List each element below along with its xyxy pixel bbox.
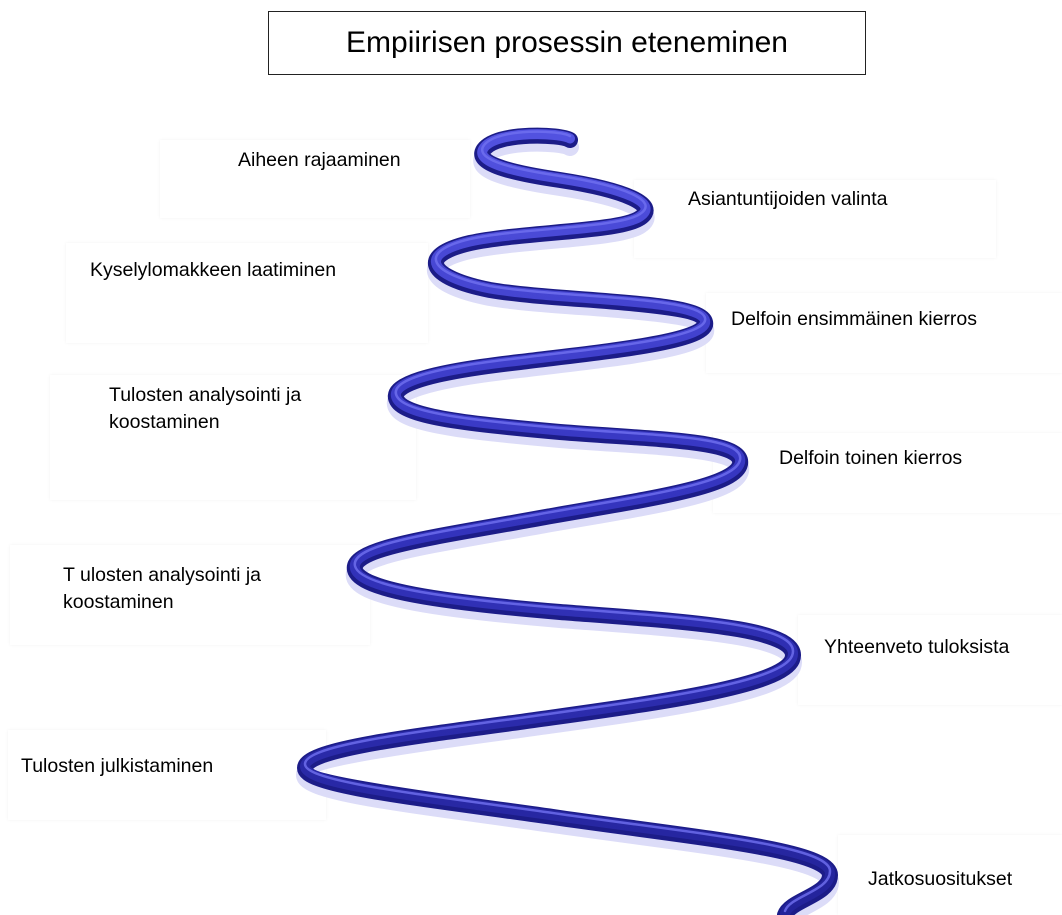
step-label-asiantuntijoiden-valinta: Asiantuntijoiden valinta xyxy=(688,188,888,210)
step-panel xyxy=(10,545,370,645)
spiral-ribbon-shine xyxy=(303,130,832,913)
step-label-jatkosuositukset: Jatkosuositukset xyxy=(868,868,1013,890)
step-label-tulosten-analysointi-1: Tulosten analysointi ja koostaminen xyxy=(109,384,302,433)
diagram-title: Empiirisen prosessin eteneminen xyxy=(268,11,866,75)
step-panel xyxy=(50,375,416,500)
step-label-delfoin-ensimmainen-kierros: Delfoin ensimmäinen kierros xyxy=(731,308,978,330)
step-panel xyxy=(8,730,326,820)
step-label-kyselylomakkeen-laatiminen: Kyselylomakkeen laatiminen xyxy=(90,259,337,281)
step-label-delfoin-toinen-kierros: Delfoin toinen kierros xyxy=(779,447,963,469)
step-panel xyxy=(798,615,1062,705)
step-panel xyxy=(838,835,1062,915)
step-panel xyxy=(634,180,996,258)
step-panel xyxy=(706,293,1062,373)
step-panel xyxy=(66,243,428,343)
step-label-yhteenveto-tuloksista: Yhteenveto tuloksista xyxy=(824,636,1010,658)
step-label-tulosten-analysointi-2: T ulosten analysointi ja koostaminen xyxy=(63,564,262,613)
step-label-tulosten-julkistaminen: Tulosten julkistaminen xyxy=(21,755,214,777)
step-label-aiheen-rajaaminen: Aiheen rajaaminen xyxy=(238,149,401,171)
step-panel xyxy=(160,140,470,218)
step-panel xyxy=(713,433,1062,513)
